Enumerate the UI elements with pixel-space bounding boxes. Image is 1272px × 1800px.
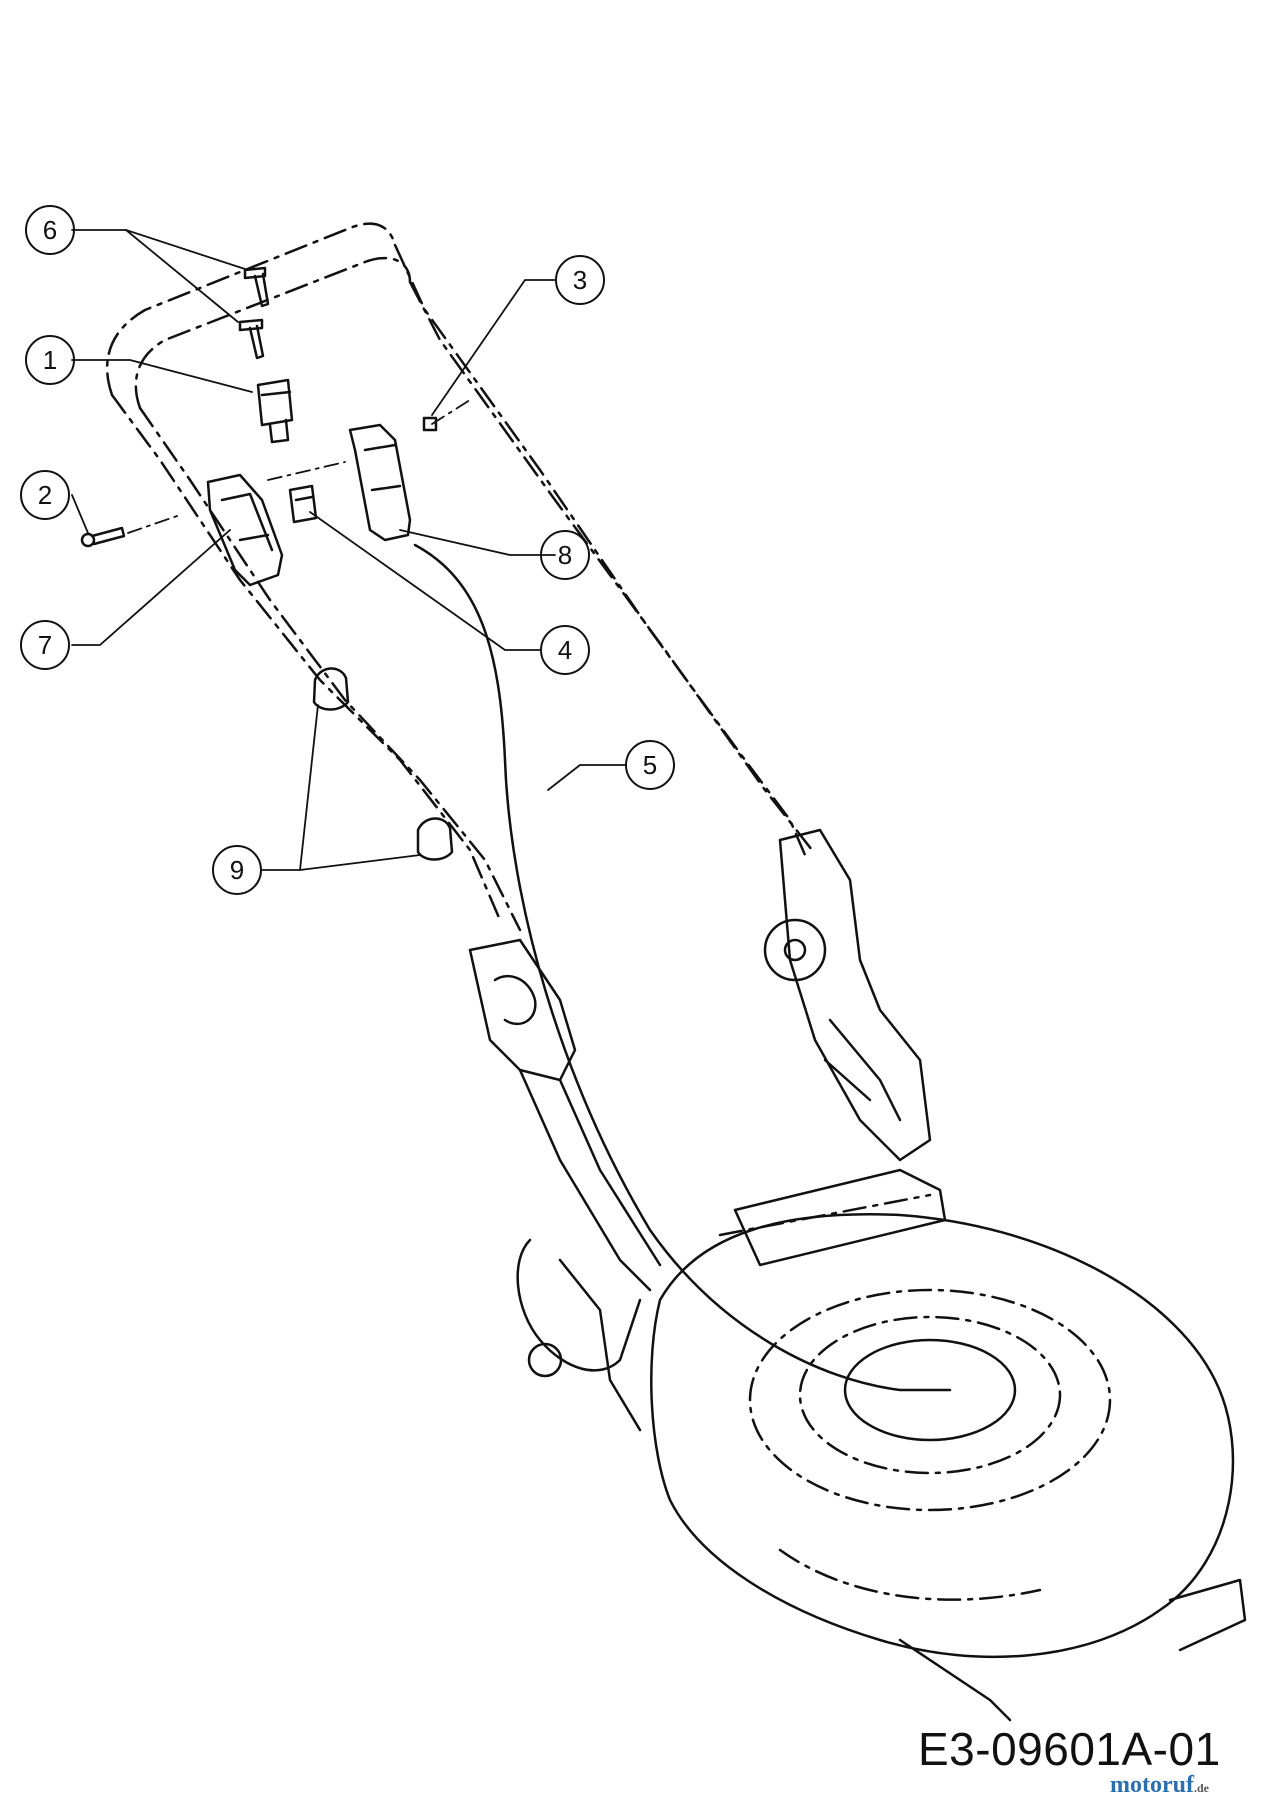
callout-labels: 6 1 2 7 3 8 4 5 9 bbox=[38, 215, 657, 885]
handle-frame bbox=[105, 222, 814, 932]
leader-lines bbox=[71, 229, 626, 871]
part-6-screws bbox=[238, 266, 270, 360]
part-8-housing bbox=[348, 423, 412, 542]
callout-5: 5 bbox=[643, 750, 657, 780]
right-lower-bracket bbox=[763, 828, 932, 1162]
part-2-bolt bbox=[80, 526, 126, 548]
callout-2: 2 bbox=[38, 480, 52, 510]
part-4-clip bbox=[288, 484, 318, 524]
callout-1: 1 bbox=[43, 345, 57, 375]
watermark: motoruf.de bbox=[1110, 1772, 1209, 1799]
part-7-housing bbox=[206, 473, 284, 587]
callout-9: 9 bbox=[230, 855, 244, 885]
callout-6: 6 bbox=[43, 215, 57, 245]
callout-3: 3 bbox=[573, 265, 587, 295]
callout-4: 4 bbox=[558, 635, 572, 665]
assembly-lines bbox=[127, 399, 471, 534]
callout-circles bbox=[20, 205, 675, 895]
mower-deck bbox=[650, 1168, 1247, 1722]
watermark-tld: .de bbox=[1193, 1781, 1209, 1795]
part-1-switch bbox=[256, 378, 294, 444]
part-3-nut bbox=[422, 416, 438, 432]
drawing-code: E3-09601A-01 bbox=[918, 1723, 1221, 1775]
watermark-brand: motoruf bbox=[1110, 1772, 1194, 1798]
callout-8: 8 bbox=[558, 540, 572, 570]
left-lower-bracket bbox=[468, 938, 662, 1432]
cable-5 bbox=[413, 543, 952, 1392]
part-9-clips bbox=[312, 667, 454, 861]
callout-7: 7 bbox=[38, 630, 52, 660]
